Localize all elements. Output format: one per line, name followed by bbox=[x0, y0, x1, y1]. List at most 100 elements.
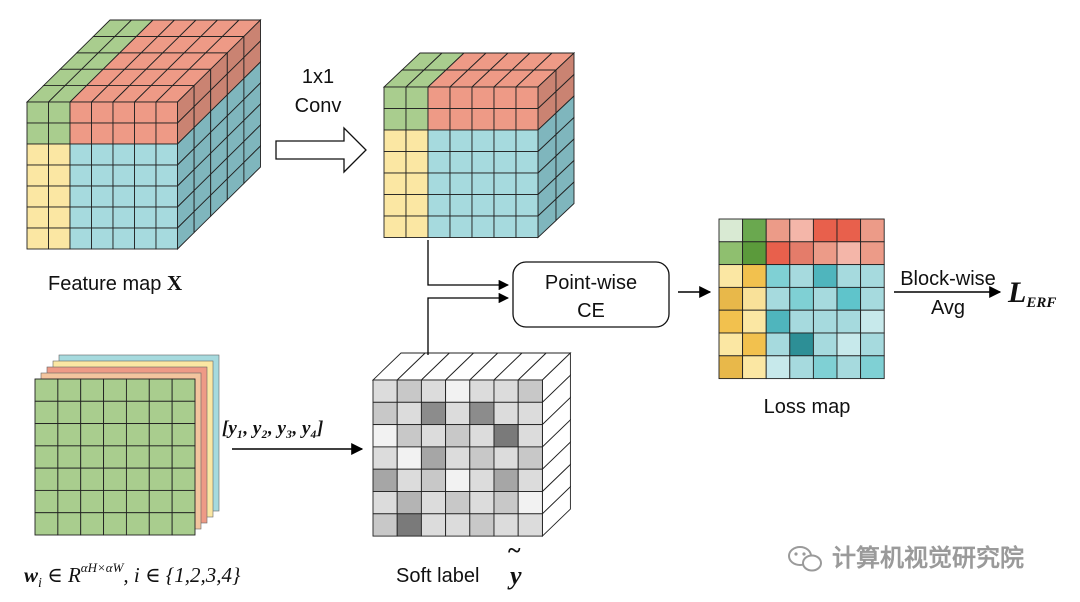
cube-front-cell bbox=[515, 194, 539, 217]
loss-map-cell bbox=[836, 218, 862, 243]
loss-map-cell bbox=[812, 264, 838, 288]
soft-label-cell bbox=[445, 401, 471, 426]
loss-map-cell bbox=[742, 355, 767, 380]
soft-label-cell bbox=[372, 424, 398, 448]
loss-map-cell bbox=[860, 218, 885, 243]
weight-cell bbox=[80, 489, 105, 514]
loss-map-cell bbox=[718, 286, 744, 311]
soft-label-cell bbox=[469, 446, 495, 470]
weight-cell bbox=[57, 378, 82, 402]
cube-front-cell bbox=[515, 151, 539, 174]
cube-front-cell bbox=[405, 129, 429, 152]
cube-front-cell bbox=[134, 143, 157, 166]
loss-map-label: Loss map bbox=[764, 396, 851, 418]
weight-cell bbox=[171, 378, 196, 402]
weight-cell bbox=[34, 423, 59, 447]
loss-map-cell bbox=[765, 309, 791, 334]
soft-label-cell bbox=[493, 513, 519, 537]
weights-stack bbox=[34, 354, 220, 536]
cube-front-cell bbox=[112, 185, 135, 208]
cube-front-cell bbox=[405, 194, 429, 217]
cube-front-cell bbox=[155, 185, 178, 208]
loss-map-cell bbox=[718, 264, 744, 288]
loss-map-cell bbox=[718, 218, 744, 243]
soft-label-cell bbox=[493, 379, 519, 403]
soft-label-cell bbox=[469, 379, 495, 403]
erf-loss-symbol: LERF bbox=[1007, 276, 1056, 311]
soft-label-cell bbox=[372, 379, 398, 403]
loss-map-cell bbox=[742, 286, 767, 311]
weight-cell bbox=[34, 378, 59, 402]
weight-cell bbox=[148, 489, 173, 514]
conv-to-ce-connector bbox=[427, 240, 510, 291]
loss-map-cell bbox=[836, 241, 862, 266]
loss-map-cell bbox=[812, 309, 838, 334]
soft-label-cell bbox=[372, 401, 398, 426]
cube-front-cell bbox=[91, 101, 114, 124]
loss-map-cell bbox=[742, 218, 767, 243]
loss-map-cell bbox=[718, 355, 744, 380]
cube-front-cell bbox=[112, 143, 135, 166]
cube-front-cell bbox=[383, 215, 407, 238]
loss-map-cell bbox=[860, 332, 885, 357]
cube-front-cell bbox=[91, 227, 114, 250]
cube-front-cell bbox=[26, 122, 49, 145]
loss-map-cell bbox=[812, 332, 838, 357]
cube-front-cell bbox=[112, 206, 135, 229]
soft-label-cell bbox=[445, 379, 471, 403]
soft-label-cell bbox=[517, 513, 543, 537]
soft-label-cell bbox=[493, 491, 519, 515]
conv-label-line2: Conv bbox=[295, 95, 342, 117]
cube-front-cell bbox=[112, 101, 135, 124]
weight-cell bbox=[171, 400, 196, 425]
soft-label-cell bbox=[493, 468, 519, 492]
soft-label-cell bbox=[372, 468, 398, 492]
loss-map-cell bbox=[860, 264, 885, 288]
cube-front-cell bbox=[26, 185, 49, 208]
cube-front-cell bbox=[405, 215, 429, 238]
soft-label-symbol: y bbox=[507, 561, 522, 590]
weight-cell bbox=[148, 467, 173, 491]
cube-front-cell bbox=[471, 129, 495, 152]
cube-front-cell bbox=[26, 143, 49, 166]
weight-cell bbox=[80, 445, 105, 469]
soft-label-cell bbox=[493, 446, 519, 470]
cube-front-cell bbox=[493, 194, 517, 217]
cube-front-cell bbox=[493, 129, 517, 152]
soft-label-cell bbox=[420, 491, 447, 515]
soft-label-cell bbox=[469, 513, 495, 537]
loss-map-cell bbox=[765, 286, 791, 311]
weight-cell bbox=[57, 423, 82, 447]
cube-front-cell bbox=[471, 151, 495, 174]
weight-cell bbox=[103, 400, 127, 425]
cube-front-cell bbox=[91, 206, 114, 229]
cube-front-cell bbox=[405, 86, 429, 109]
weight-cell bbox=[103, 512, 127, 536]
cube-front-cell bbox=[155, 101, 178, 124]
soft-label-cell bbox=[517, 379, 543, 403]
soft-label-cell bbox=[445, 491, 471, 515]
cube-front-cell bbox=[405, 151, 429, 174]
cube-front-cell bbox=[449, 172, 473, 195]
loss-map-cell bbox=[812, 218, 838, 243]
loss-map-cell bbox=[860, 286, 885, 311]
cube-front-cell bbox=[69, 122, 92, 145]
cube-front-cell bbox=[449, 86, 473, 109]
weight-cell bbox=[80, 378, 105, 402]
cube-front-cell bbox=[493, 108, 517, 131]
weight-cell bbox=[125, 445, 150, 469]
cube-front-cell bbox=[91, 185, 114, 208]
soft-label-cell bbox=[493, 424, 519, 448]
cube-front-cell bbox=[134, 101, 157, 124]
cube-front-cell bbox=[69, 206, 92, 229]
conv-output-cube bbox=[382, 51, 576, 239]
soft-label-tilde: ~ bbox=[508, 538, 521, 564]
loss-map-cell bbox=[765, 332, 791, 357]
cube-front-cell bbox=[48, 143, 71, 166]
weight-cell bbox=[125, 489, 150, 514]
soft-label-cell bbox=[396, 446, 422, 470]
cube-front-cell bbox=[383, 129, 407, 152]
cube-front-cell bbox=[427, 129, 451, 152]
cube-front-cell bbox=[48, 227, 71, 250]
cube-front-cell bbox=[155, 143, 178, 166]
